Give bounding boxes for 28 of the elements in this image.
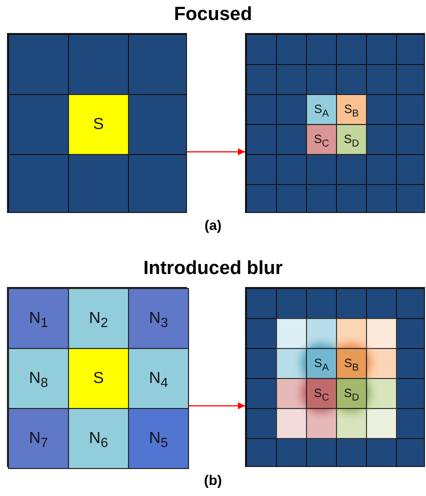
pixel-grid <box>7 33 187 213</box>
pixel-cell: N$_{7}$ <box>8 408 69 469</box>
pixel-cell: N$_{3}$ <box>128 288 189 349</box>
pixel-cell: N$_{5}$ <box>128 408 189 469</box>
arrow <box>187 402 245 410</box>
pixel-cell: N$_{6}$ <box>68 408 129 469</box>
pixel-grid <box>245 33 425 213</box>
pixel-cell: S$_{C}$ <box>306 378 337 409</box>
panel-label: (b) <box>204 472 222 488</box>
pixel-grid <box>245 287 425 467</box>
pixel-cell: S$_{B}$ <box>336 348 367 379</box>
pixel-cell: S$_{A}$ <box>306 348 337 379</box>
pixel-cell: N$_{1}$ <box>8 288 69 349</box>
pixel-cell: N$_{8}$ <box>8 348 69 409</box>
arrow <box>187 148 245 156</box>
pixel-cell: S <box>68 348 129 409</box>
pixel-cell: N$_{2}$ <box>68 288 129 349</box>
pixel-cell: S <box>68 94 129 155</box>
pixel-cell: S$_{A}$ <box>306 94 337 125</box>
panel-title: Focused <box>174 4 252 26</box>
pixel-cell: S$_{B}$ <box>336 94 367 125</box>
pixel-grid <box>7 287 187 467</box>
panel-title: Introduced blur <box>143 258 283 280</box>
pixel-cell: S$_{D}$ <box>336 378 367 409</box>
pixel-cell: S$_{D}$ <box>336 124 367 155</box>
pixel-cell: N$_{4}$ <box>128 348 189 409</box>
panel-label: (a) <box>204 217 222 233</box>
pixel-cell: S$_{C}$ <box>306 124 337 155</box>
